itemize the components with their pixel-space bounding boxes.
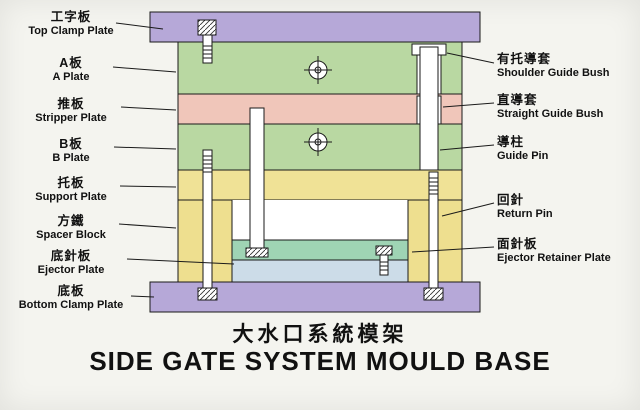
leader-guide-pin bbox=[439, 144, 495, 151]
label-return-pin-zh: 回針 bbox=[497, 193, 525, 207]
leader-ejector-retainer-plate bbox=[411, 246, 495, 253]
screw-hole-mark-top bbox=[304, 56, 332, 84]
leader-straight-guide-bush bbox=[442, 102, 495, 108]
page-title-english: SIDE GATE SYSTEM MOULD BASE bbox=[89, 346, 551, 376]
guide-pin-shape bbox=[419, 46, 439, 171]
long-bolt-left-shape bbox=[197, 149, 218, 301]
ejector-plate-screw-shape bbox=[375, 245, 393, 276]
label-spacer-block-en: Spacer Block bbox=[36, 229, 106, 241]
label-spacer-block: 方鐵 Spacer Block bbox=[0, 214, 142, 242]
label-stripper-plate-en: Stripper Plate bbox=[35, 112, 107, 124]
label-shoulder-guide-bush-en: Shoulder Guide Bush bbox=[497, 67, 610, 79]
label-ejector-plate-en: Ejector Plate bbox=[37, 264, 105, 276]
label-guide-pin-en: Guide Pin bbox=[497, 150, 549, 162]
leader-b-plate bbox=[113, 146, 177, 150]
stripper-plate-shape bbox=[177, 93, 463, 125]
page-title-chinese: 大水口系統模架 bbox=[232, 323, 408, 346]
leader-shoulder-guide-bush bbox=[446, 52, 495, 64]
label-straight-guide-bush-en: Straight Guide Bush bbox=[497, 108, 604, 120]
leader-stripper-plate bbox=[120, 106, 177, 111]
label-b-plate-zh: B板 bbox=[59, 137, 83, 151]
leader-lines bbox=[112, 22, 495, 298]
label-top-clamp-plate: 工字板 Top Clamp Plate bbox=[0, 10, 142, 38]
leader-return-pin bbox=[441, 202, 495, 217]
leader-a-plate bbox=[112, 66, 177, 73]
label-a-plate-en: A Plate bbox=[52, 71, 90, 83]
label-b-plate: B板 B Plate bbox=[0, 137, 142, 165]
label-stripper-plate-zh: 推板 bbox=[57, 97, 85, 111]
label-a-plate-zh: A板 bbox=[59, 56, 83, 70]
leader-bottom-clamp-plate bbox=[130, 295, 155, 298]
leader-top-clamp-plate bbox=[115, 22, 164, 30]
label-bottom-clamp-plate-en: Bottom Clamp Plate bbox=[18, 299, 124, 311]
label-shoulder-guide-bush: 有托導套 Shoulder Guide Bush bbox=[497, 52, 640, 80]
label-bottom-clamp-plate-zh: 底板 bbox=[57, 284, 85, 298]
label-a-plate: A板 A Plate bbox=[0, 56, 142, 84]
label-ejector-retainer-plate-en: Ejector Retainer Plate bbox=[497, 252, 611, 264]
label-shoulder-guide-bush-zh: 有托導套 bbox=[497, 52, 552, 66]
label-support-plate-zh: 托板 bbox=[57, 176, 85, 190]
label-b-plate-en: B Plate bbox=[52, 152, 90, 164]
label-ejector-plate: 底針板 Ejector Plate bbox=[0, 249, 142, 277]
label-top-clamp-plate-en: Top Clamp Plate bbox=[28, 25, 114, 37]
label-return-pin-en: Return Pin bbox=[497, 208, 553, 220]
cap-screw-top-shape bbox=[197, 19, 217, 64]
label-stripper-plate: 推板 Stripper Plate bbox=[0, 97, 142, 125]
leader-support-plate bbox=[119, 185, 177, 188]
return-pin-shape bbox=[245, 107, 269, 258]
label-ejector-retainer-plate: 面針板 Ejector Retainer Plate bbox=[497, 237, 640, 265]
label-ejector-retainer-plate-zh: 面針板 bbox=[497, 237, 538, 251]
label-support-plate-en: Support Plate bbox=[35, 191, 107, 203]
label-straight-guide-bush-zh: 直導套 bbox=[497, 93, 538, 107]
label-straight-guide-bush: 直導套 Straight Guide Bush bbox=[497, 93, 640, 121]
label-guide-pin: 導柱 Guide Pin bbox=[497, 135, 640, 163]
label-spacer-block-zh: 方鐵 bbox=[57, 214, 85, 228]
label-top-clamp-plate-zh: 工字板 bbox=[50, 10, 92, 24]
label-guide-pin-zh: 導柱 bbox=[497, 135, 525, 149]
screw-hole-mark-mid bbox=[304, 128, 332, 156]
label-return-pin: 回針 Return Pin bbox=[497, 193, 640, 221]
label-support-plate: 托板 Support Plate bbox=[0, 176, 142, 204]
leader-ejector-plate bbox=[126, 258, 235, 265]
leader-spacer-block bbox=[118, 223, 177, 229]
long-bolt-right-shape bbox=[423, 171, 444, 301]
label-bottom-clamp-plate: 底板 Bottom Clamp Plate bbox=[0, 284, 142, 312]
label-ejector-plate-zh: 底針板 bbox=[50, 249, 92, 263]
support-plate-shape bbox=[177, 169, 463, 201]
